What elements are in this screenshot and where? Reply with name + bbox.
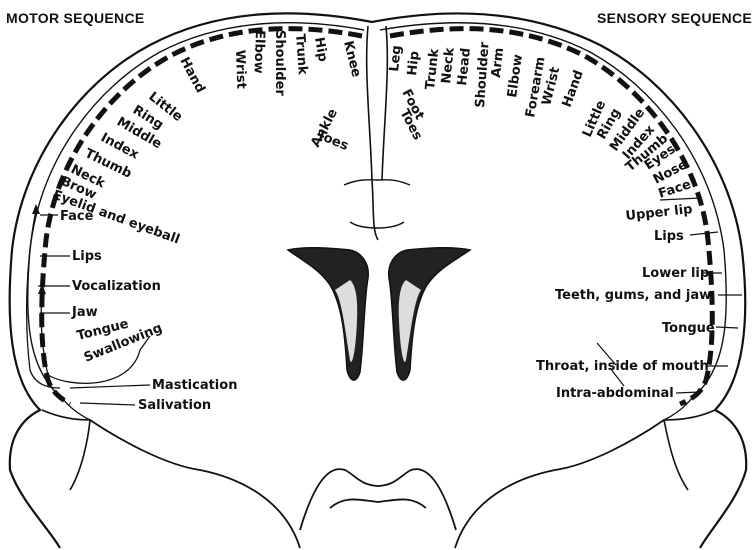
motor-label-shoulder: Shoulder — [272, 30, 287, 96]
motor-label-hip: Hip — [311, 36, 330, 63]
motor-label-wrist: Wrist — [232, 50, 248, 89]
motor-label-knee: Knee — [340, 39, 364, 79]
motor-label-face: Face — [60, 209, 94, 224]
motor-label-elbow: Elbow — [250, 30, 267, 74]
motor-label-trunk: Trunk — [292, 33, 310, 75]
sensory-label-arm: Arm — [489, 47, 507, 78]
motor-label-lips: Lips — [72, 249, 102, 264]
motor-label-hand: Hand — [176, 55, 207, 96]
sensory-label-upper-lip: Upper lip — [625, 202, 693, 224]
motor-label-salivation: Salivation — [138, 398, 211, 413]
sensory-label-throat-mouth: Throat, inside of mouth — [536, 359, 709, 374]
sensory-label-hand: Hand — [560, 68, 587, 109]
sensory-label-hip: Hip — [405, 50, 422, 76]
sensory-label-leg: Leg — [387, 45, 405, 73]
sensory-label-elbow: Elbow — [505, 53, 526, 98]
sensory-label-tongue: Tongue — [662, 321, 715, 336]
motor-label-vocalization: Vocalization — [72, 279, 161, 294]
sensory-label-lips: Lips — [654, 229, 684, 244]
sensory-label-intra-abdominal: Intra-abdominal — [556, 386, 674, 401]
motor-label-jaw: Jaw — [71, 305, 98, 320]
sensory-label-trunk: Trunk — [423, 48, 442, 91]
motor-label-mastication: Mastication — [152, 378, 237, 393]
sensory-label-teeth-gums-jaw: Teeth, gums, and jaw — [555, 288, 711, 303]
sensory-label-head: Head — [455, 47, 474, 86]
sensory-label-lower-lip: Lower lip — [642, 266, 709, 281]
